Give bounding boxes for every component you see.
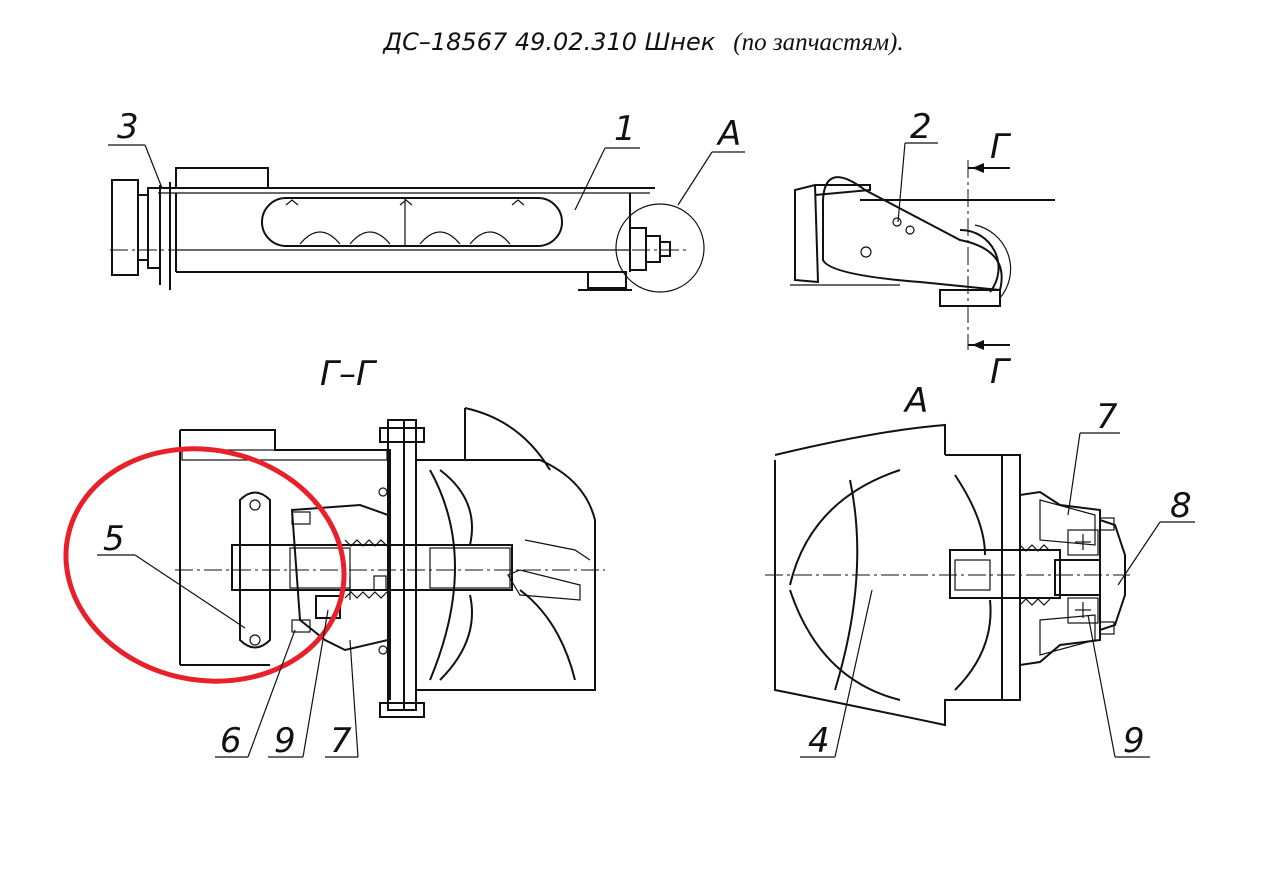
drawing-title: ДС–18567 49.02.310 Шнек (по запчастям).: [0, 28, 1287, 57]
section-gg-title: Г–Г: [320, 354, 378, 394]
side-view-leaders: [108, 144, 745, 211]
callout-9-gg: 9: [274, 721, 296, 761]
callout-6: 6: [220, 721, 242, 761]
callout-7-a: 7: [1096, 397, 1118, 437]
callout-7-gg: 7: [330, 721, 352, 761]
detail-a-leaders: [800, 432, 1195, 758]
detail-a-view: [765, 423, 1130, 727]
callout-1: 1: [614, 109, 636, 149]
side-view: [110, 167, 705, 293]
section-gg-leaders: [97, 554, 359, 758]
callout-5: 5: [103, 519, 125, 559]
title-suffix: (по запчастям).: [733, 29, 904, 56]
callout-3: 3: [117, 107, 139, 147]
leader-2: [897, 142, 906, 223]
detail-a-title: А: [903, 381, 928, 421]
callout-4: 4: [808, 721, 830, 761]
cut-label-top: Г: [990, 127, 1012, 167]
cut-label-bottom: Г: [990, 352, 1012, 392]
callout-8: 8: [1170, 486, 1192, 526]
callout-9-a: 9: [1123, 721, 1145, 761]
end-view: [790, 160, 1055, 350]
highlight-ellipse: [63, 446, 347, 684]
callout-a-top: А: [716, 114, 741, 154]
section-gg-view: [175, 407, 605, 718]
callout-2: 2: [910, 107, 932, 147]
title-main: ДС–18567 49.02.310 Шнек: [383, 28, 716, 56]
